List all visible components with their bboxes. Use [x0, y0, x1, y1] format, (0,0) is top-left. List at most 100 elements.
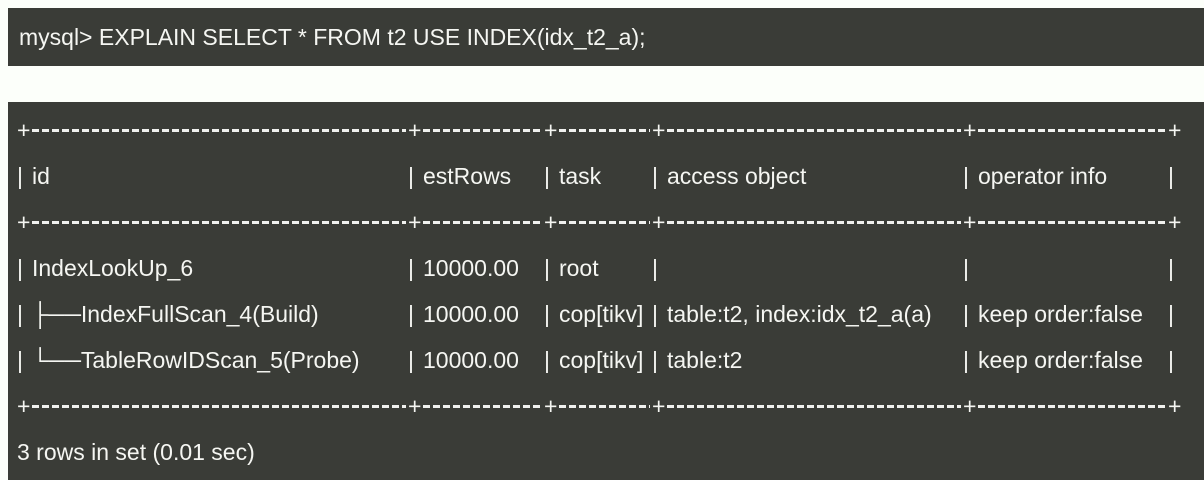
dash-line	[667, 404, 961, 408]
corner-glyph: +	[652, 208, 666, 235]
cell-operator-info: |keep order:false	[963, 337, 1168, 383]
dash-line	[32, 220, 406, 224]
operator-id-value: IndexLookUp_6	[31, 254, 194, 281]
corner-glyph: +	[544, 116, 558, 143]
pipe-separator: |	[408, 254, 414, 281]
pipe-separator: |	[544, 162, 550, 189]
column-header-access-object-label: access object	[666, 162, 807, 189]
cell-task: | cop[tikv]	[544, 291, 652, 337]
cell-access-object: | table:t2, index:idx_t2_a(a)	[652, 291, 963, 337]
border-segment-estrows: +	[408, 107, 544, 153]
corner-glyph: +	[963, 208, 977, 235]
dash-line	[423, 404, 542, 408]
access-object-value: table:t2	[666, 346, 743, 373]
pipe-separator: |	[544, 254, 550, 281]
dash-line	[978, 128, 1166, 132]
border-segment-id: +	[17, 107, 408, 153]
corner-glyph: +	[544, 392, 558, 419]
cell-id: | IndexLookUp_6	[17, 245, 408, 291]
pipe-separator: |	[963, 300, 969, 327]
corner-glyph: +	[408, 208, 422, 235]
corner-glyph: +	[652, 116, 666, 143]
border-segment-operator-info: +	[963, 199, 1168, 245]
pipe-separator: |	[408, 346, 414, 373]
corner-glyph: +	[1168, 208, 1182, 235]
column-header-task: | task	[544, 153, 652, 199]
estrows-value: 10000.00	[422, 254, 519, 281]
dash-line	[978, 220, 1166, 224]
border-segment-access-object: +	[652, 199, 963, 245]
column-header-task-label: task	[558, 162, 602, 189]
pipe-separator: |	[17, 300, 23, 327]
pipe-separator: |	[963, 162, 969, 189]
table-row: | ├──IndexFullScan_4(Build) | 10000.00 | co…	[17, 291, 1204, 337]
border-segment-operator-info: +	[963, 383, 1168, 429]
corner-glyph: +	[652, 392, 666, 419]
corner-glyph: +	[408, 392, 422, 419]
pipe-separator: |	[652, 346, 658, 373]
table-border-middle: + + + + + +	[17, 199, 1204, 245]
task-value: cop[tikv]	[558, 300, 644, 327]
table-row: | └──TableRowIDScan_5(Probe) | 10000.00 |c…	[17, 337, 1204, 383]
table-header-row: |id |estRows |task |access object |opera…	[17, 153, 1204, 199]
pipe-separator: |	[17, 162, 23, 189]
access-object-value: table:t2, index:idx_t2_a(a)	[666, 300, 932, 327]
dash-line	[559, 220, 650, 224]
table-border-top: + + + + + +	[17, 107, 1204, 153]
table-border-bottom: + + + + + +	[17, 383, 1204, 429]
pipe-separator: |	[408, 300, 414, 327]
column-header-access-object: | access object	[652, 153, 963, 199]
task-value: root	[558, 254, 599, 281]
pipe-separator: |	[17, 254, 23, 281]
pipe-separator: |	[544, 346, 550, 373]
dash-line	[423, 128, 542, 132]
cell-task: |cop[tikv]	[544, 337, 652, 383]
corner-glyph: +	[963, 392, 977, 419]
dash-line	[559, 404, 650, 408]
cell-task: | root	[544, 245, 652, 291]
dash-line	[559, 128, 650, 132]
corner-glyph: +	[17, 116, 31, 143]
cell-id: | ├──IndexFullScan_4(Build)	[17, 291, 408, 337]
border-segment-access-object: +	[652, 383, 963, 429]
pipe-separator: |	[544, 300, 550, 327]
estrows-value: 10000.00	[422, 300, 519, 327]
border-segment-task: +	[544, 199, 652, 245]
column-header-operator-info: | operator info	[963, 153, 1168, 199]
pipe-separator: |	[1168, 300, 1174, 327]
pipe-separator: |	[963, 254, 969, 281]
corner-glyph: +	[408, 116, 422, 143]
dash-line	[32, 404, 406, 408]
operator-info-value: keep order:false	[977, 300, 1143, 327]
dash-line	[667, 220, 961, 224]
corner-glyph: +	[544, 208, 558, 235]
pipe-separator: |	[652, 162, 658, 189]
cell-access-object: |	[652, 245, 963, 291]
operator-info-value: keep order:false	[977, 346, 1143, 373]
pipe-separator: |	[17, 346, 23, 373]
cell-estrows: | 10000.00	[408, 245, 544, 291]
mysql-command-panel: mysql> EXPLAIN SELECT * FROM t2 USE INDE…	[8, 8, 1204, 66]
operator-id-value: ├──IndexFullScan_4(Build)	[31, 300, 319, 327]
corner-glyph: +	[1168, 116, 1182, 143]
pipe-separator: |	[1168, 254, 1174, 281]
explain-output-panel: + + + + + + |id |estRows |task |access o…	[8, 102, 1204, 480]
pipe-separator: |	[1168, 162, 1174, 189]
column-header-operator-info-label: operator info	[977, 162, 1108, 189]
border-segment-access-object: +	[652, 107, 963, 153]
rows-in-set-text: 3 rows in set (0.01 sec)	[17, 438, 255, 465]
pipe-separator: |	[1168, 346, 1174, 373]
dash-line	[32, 128, 406, 132]
pipe-separator: |	[652, 300, 658, 327]
border-segment-estrows: +	[408, 383, 544, 429]
dash-line	[978, 404, 1166, 408]
pipe-separator: |	[408, 162, 414, 189]
operator-id-value: └──TableRowIDScan_5(Probe)	[31, 346, 360, 373]
border-segment-operator-info: +	[963, 107, 1168, 153]
column-header-id-label: id	[31, 162, 50, 189]
cell-estrows: | 10000.00	[408, 291, 544, 337]
corner-glyph: +	[17, 392, 31, 419]
cell-operator-info: | keep order:false	[963, 291, 1168, 337]
estrows-value: 10000.00	[422, 346, 519, 373]
cell-id: | └──TableRowIDScan_5(Probe)	[17, 337, 408, 383]
